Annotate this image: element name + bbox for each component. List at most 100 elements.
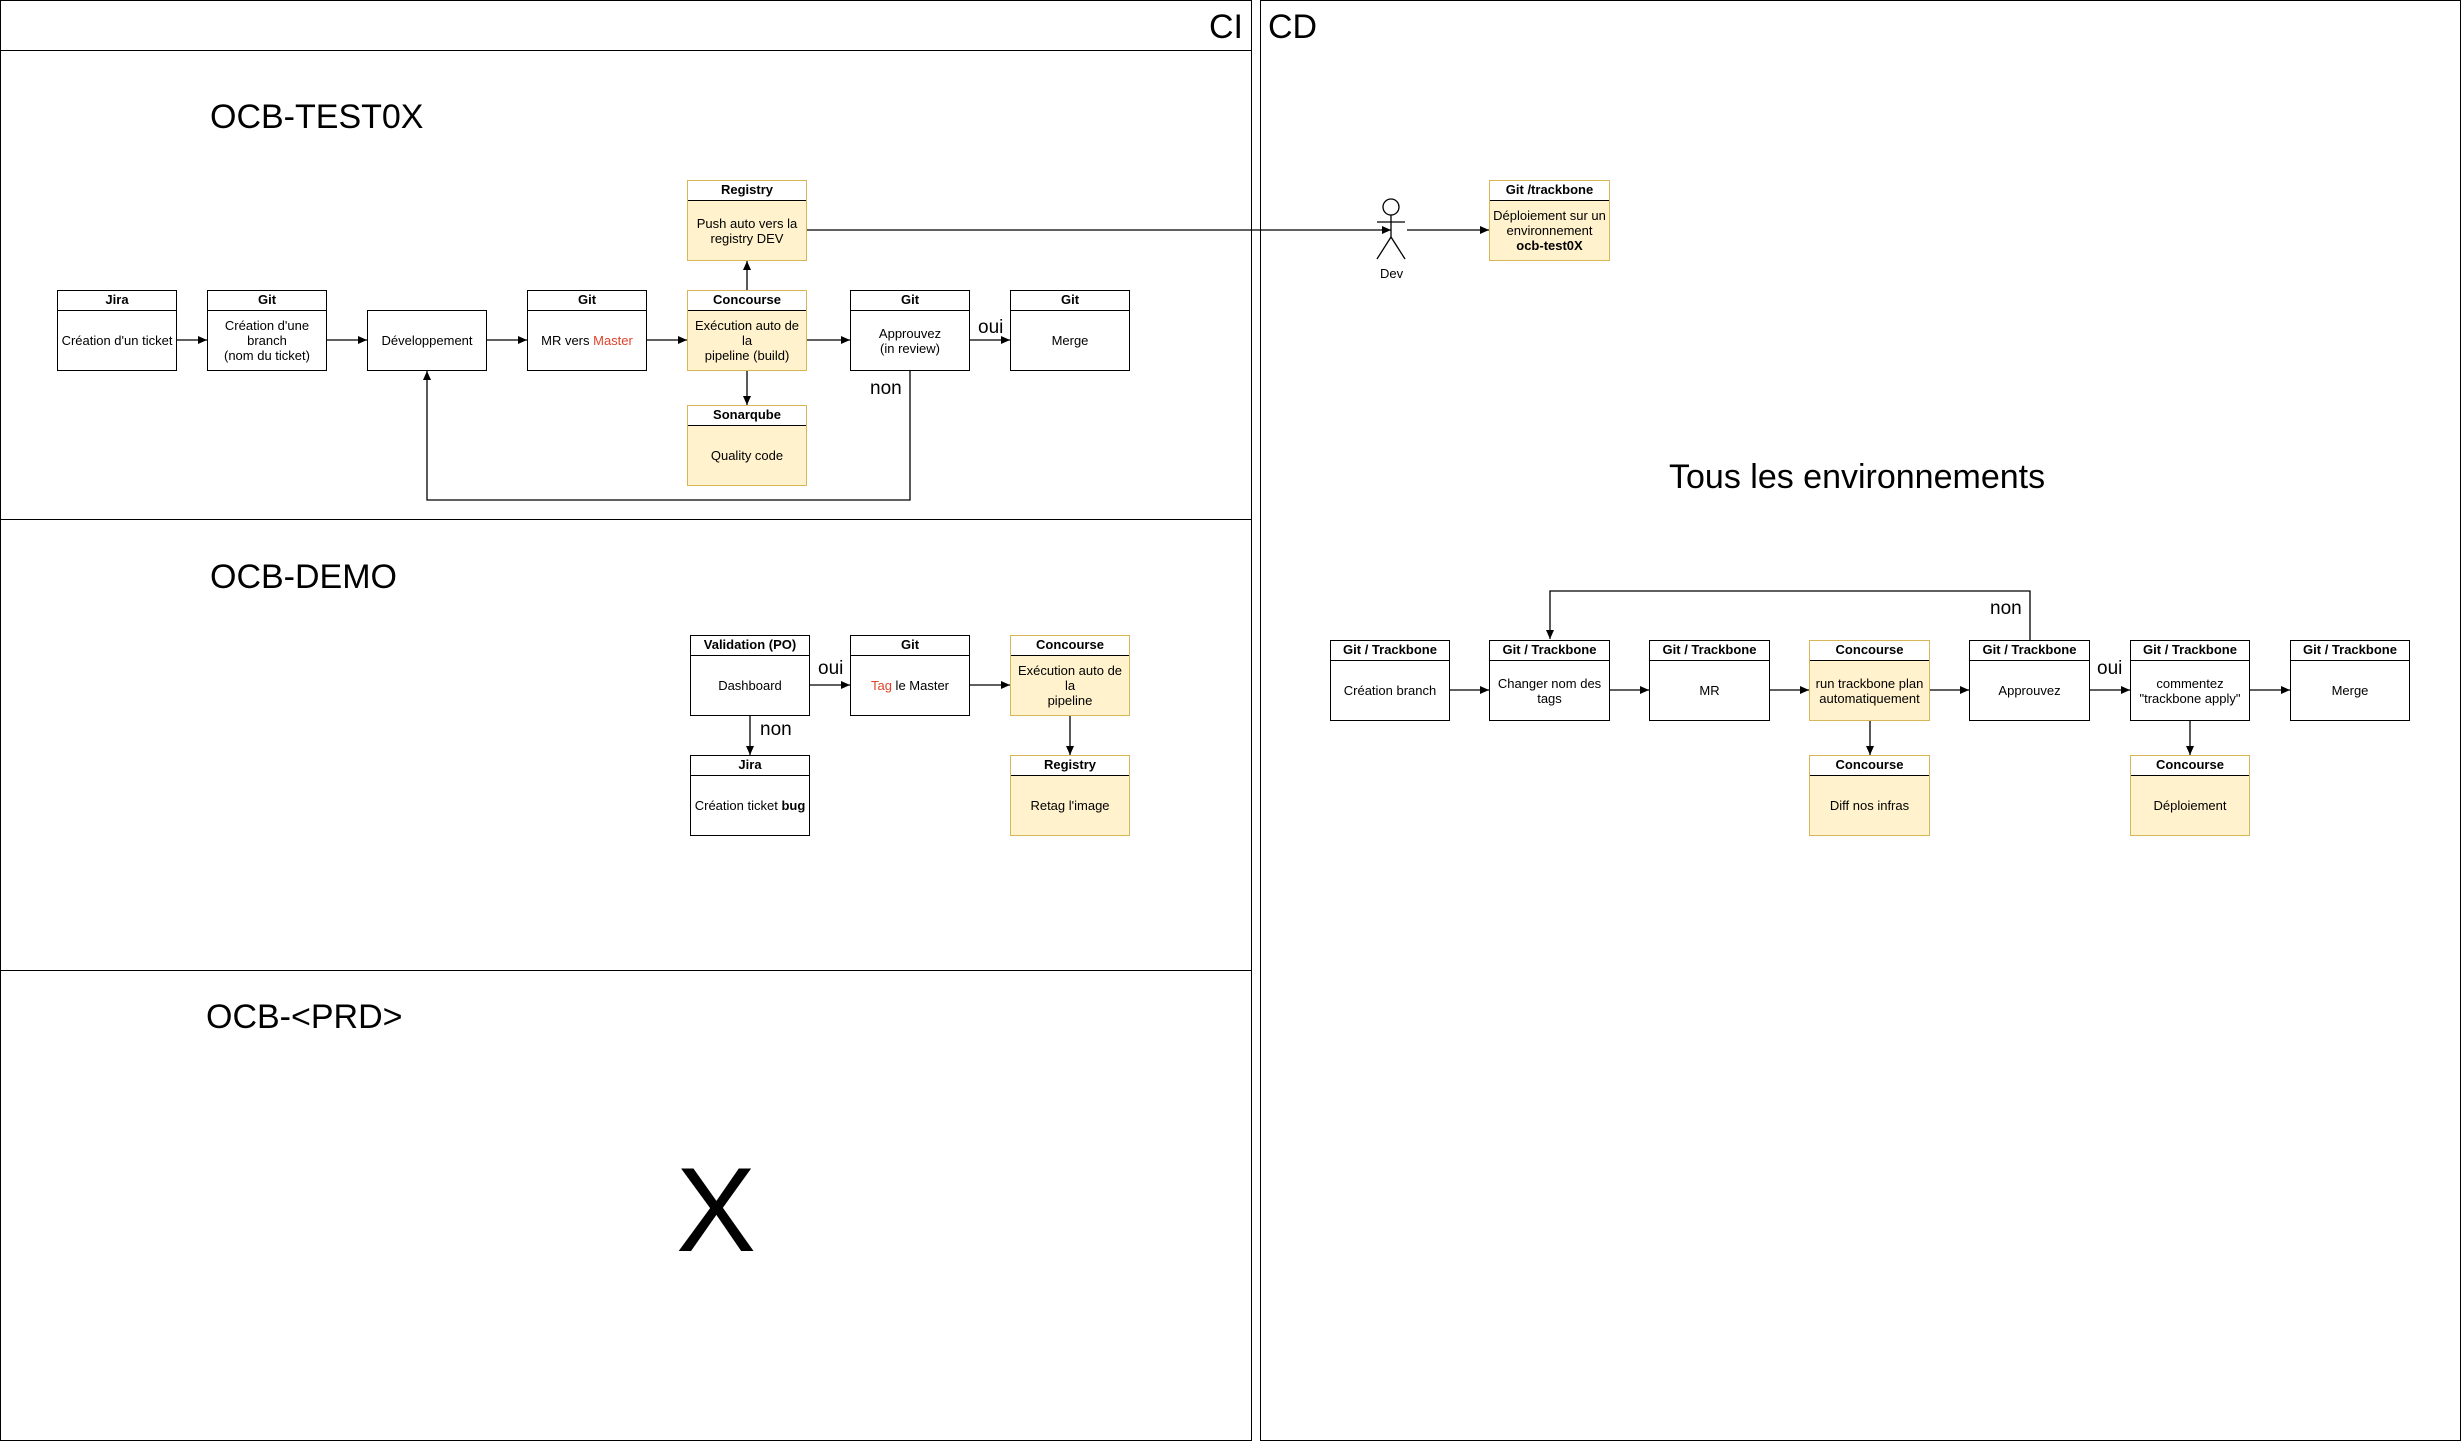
body-line: Création d'une branch — [224, 318, 310, 348]
card-header: Concourse — [1810, 756, 1929, 776]
card-header: Git / Trackbone — [1970, 641, 2089, 661]
body-line: tags — [1537, 690, 1562, 706]
test-git-merge-card[interactable]: Git Merge — [1010, 290, 1130, 371]
section-title-test: OCB-TEST0X — [210, 98, 424, 136]
card-header: Registry — [688, 181, 806, 201]
card-header: Jira — [58, 291, 176, 311]
cd-no-label: non — [1990, 598, 2022, 619]
body-line: Exécution auto de la — [694, 318, 800, 348]
cd-env-title: Tous les environnements — [1669, 458, 2046, 496]
card-body: Retag l'image — [1011, 776, 1129, 835]
body-text: Création ticket — [694, 798, 782, 813]
card-header: Git — [208, 291, 326, 311]
body-line: Changer nom des — [1497, 675, 1602, 691]
card-header: Sonarqube — [688, 406, 806, 426]
card-body: Approuvez(in review) — [851, 311, 969, 370]
body-line: (nom du ticket) — [224, 348, 310, 363]
card-header: Git / Trackbone — [1490, 641, 1609, 661]
card-header: Git — [851, 291, 969, 311]
card-body: Création d'une branch(nom du ticket) — [208, 311, 326, 370]
branch-highlight: Master — [593, 333, 633, 348]
body-line: "trackbone apply" — [2139, 690, 2241, 706]
body-line: run trackbone plan — [1815, 675, 1924, 691]
cd-merge-card[interactable]: Git / Trackbone Merge — [2290, 640, 2410, 721]
card-body: Quality code — [688, 426, 806, 485]
card-header: Concourse — [688, 291, 806, 311]
cd-apply-card[interactable]: Git / Trackbone commentez"trackbone appl… — [2130, 640, 2250, 721]
ci-header-divider — [0, 50, 1252, 51]
card-header: Git /trackbone — [1490, 181, 1609, 201]
cd-panel-title: CD — [1268, 8, 1318, 46]
card-body: Approuvez — [1998, 683, 2061, 698]
cd-create-branch-card[interactable]: Git / Trackbone Création branch — [1330, 640, 1450, 721]
body-line: Approuvez — [878, 325, 942, 341]
card-body: Diff nos infras — [1810, 776, 1929, 835]
card-body: commentez"trackbone apply" — [2131, 661, 2249, 720]
body-bold: bug — [781, 798, 806, 813]
section-title-demo: OCB-DEMO — [210, 558, 397, 596]
test-sonarqube-card[interactable]: Sonarqube Quality code — [687, 405, 807, 486]
cd-deploy-card[interactable]: Concourse Déploiement — [2130, 755, 2250, 836]
card-body: Tag le Master — [851, 656, 969, 715]
demo-registry-card[interactable]: Registry Retag l'image — [1010, 755, 1130, 836]
card-header: Registry — [1011, 756, 1129, 776]
card-header: Validation (PO) — [691, 636, 809, 656]
card-header: Concourse — [1011, 636, 1129, 656]
test-git-branch-card[interactable]: Git Création d'une branch(nom du ticket) — [207, 290, 327, 371]
body-line: commentez — [2156, 675, 2224, 691]
test-dev-box[interactable]: Développement — [367, 310, 487, 371]
test-git-mr-card[interactable]: Git MR vers Master — [527, 290, 647, 371]
card-body: MR — [1699, 683, 1720, 698]
test-git-approve-card[interactable]: Git Approuvez(in review) — [850, 290, 970, 371]
demo-validation-card[interactable]: Validation (PO) Dashboard — [690, 635, 810, 716]
cd-approve-card[interactable]: Git / Trackbone Approuvez — [1969, 640, 2090, 721]
test-no-label: non — [870, 378, 902, 399]
demo-jira-card[interactable]: Jira Création ticket bug — [690, 755, 810, 836]
card-body: Déploiement — [2131, 776, 2249, 835]
body-line: Exécution auto de la — [1017, 663, 1123, 693]
card-header: Git / Trackbone — [1650, 641, 1769, 661]
card-header: Git — [1011, 291, 1129, 311]
body-line: environnement — [1506, 223, 1593, 238]
cd-yes-label: oui — [2097, 658, 2123, 679]
body-text: MR vers — [541, 333, 594, 348]
card-body: Création ticket bug — [691, 776, 809, 835]
card-header: Concourse — [2131, 756, 2249, 776]
demo-git-tag-card[interactable]: Git Tag le Master — [850, 635, 970, 716]
card-body: Dashboard — [718, 678, 782, 693]
card-body: Merge — [2331, 683, 2369, 698]
dev-actor-icon — [1376, 198, 1406, 260]
body-line: Déploiement sur un — [1493, 208, 1606, 223]
card-body: Création branch — [1343, 683, 1437, 698]
demo-yes-label: oui — [818, 658, 844, 679]
card-header: Git / Trackbone — [1331, 641, 1449, 661]
cd-mr-card[interactable]: Git / Trackbone MR — [1649, 640, 1770, 721]
dev-actor-label: Dev — [1380, 266, 1404, 281]
cd-diff-card[interactable]: Concourse Diff nos infras — [1809, 755, 1930, 836]
card-header: Concourse — [1810, 641, 1929, 661]
body-line: (in review) — [880, 340, 940, 356]
card-body: Création d'un ticket — [61, 333, 173, 348]
card-header: Git / Trackbone — [2291, 641, 2409, 661]
card-body: MR vers Master — [528, 311, 646, 370]
section-title-prd: OCB-<PRD> — [206, 998, 403, 1036]
test-jira-card[interactable]: Jira Création d'un ticket — [57, 290, 177, 371]
body-line: pipeline — [1047, 693, 1093, 708]
ci-panel-title: CI — [1209, 8, 1243, 46]
body-bold: ocb-test0X — [1516, 238, 1583, 253]
body-line: automatiquement — [1819, 690, 1920, 706]
tag-highlight: Tag — [870, 678, 892, 693]
body-line: registry DEV — [710, 230, 784, 246]
